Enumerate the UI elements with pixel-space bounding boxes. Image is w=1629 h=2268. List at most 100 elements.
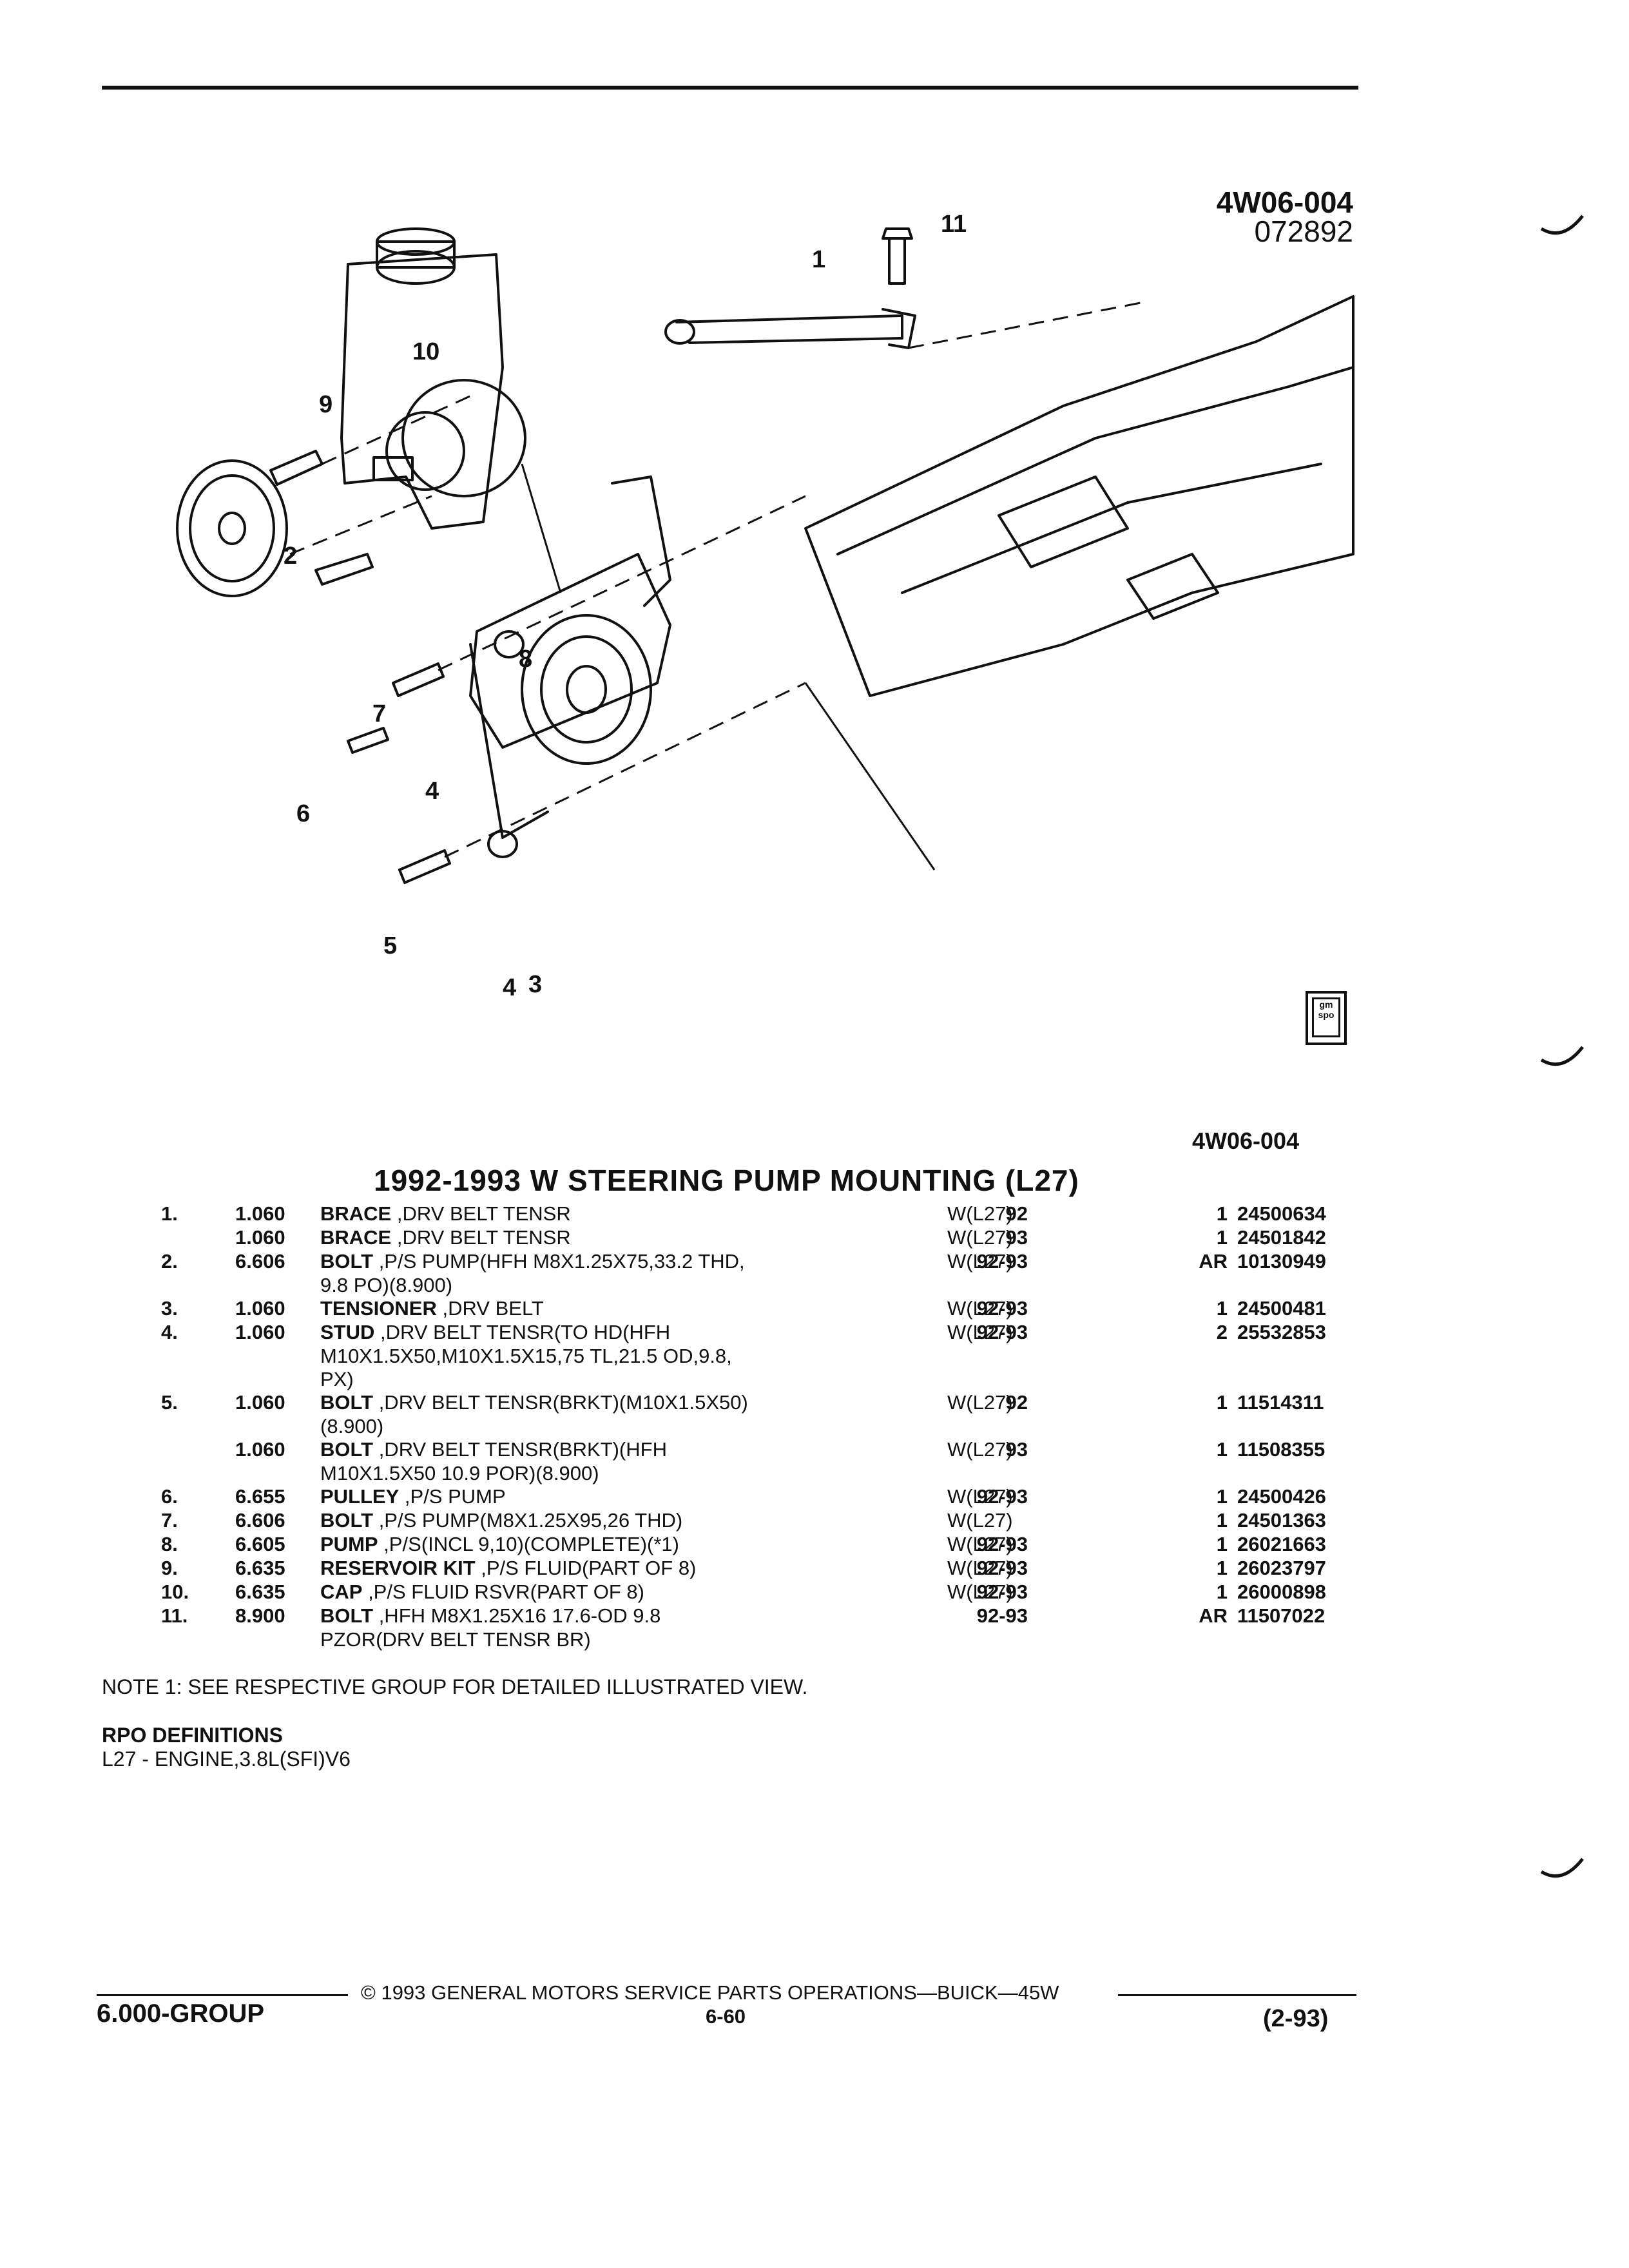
callout-11: 11 xyxy=(941,211,967,238)
part-number-label: 8. xyxy=(161,1533,178,1555)
part-qty: 1 xyxy=(1216,1438,1228,1461)
note: NOTE 1: SEE RESPECTIVE GROUP FOR DETAILE… xyxy=(102,1675,808,1698)
part-model: W(L27) xyxy=(947,1391,1013,1414)
part-detail: ,P/S(INCL 9,10)(COMPLETE)(*1) xyxy=(378,1533,679,1555)
part-detail: ,P/S PUMP(HFH M8X1.25X75,33.2 THD, xyxy=(373,1250,745,1273)
footer-copyright: © 1993 GENERAL MOTORS SERVICE PARTS OPER… xyxy=(361,1981,1059,2004)
part-name: BOLT xyxy=(320,1509,374,1532)
part-description: PUMP ,P/S(INCL 9,10)(COMPLETE)(*1) xyxy=(320,1532,679,1556)
figure-date: 072892 xyxy=(1254,215,1354,248)
reference-id: 4W06-004 xyxy=(1192,1128,1300,1154)
part-years: 93 xyxy=(1005,1226,1028,1249)
part-group: 6.655 xyxy=(235,1485,285,1508)
part-description-cont: M10X1.5X50 10.9 POR)(8.900) xyxy=(320,1462,599,1485)
part-catalog-number: 24501842 xyxy=(1237,1226,1326,1249)
part-name: BOLT xyxy=(320,1250,374,1273)
part-description: CAP ,P/S FLUID RSVR(PART OF 8) xyxy=(320,1580,644,1604)
part-years: 92-93 xyxy=(976,1485,1028,1508)
callout-8: 8 xyxy=(519,646,532,673)
part-years: 92-93 xyxy=(976,1297,1028,1320)
part-group: 6.605 xyxy=(235,1533,285,1555)
figure-id: 4W06-004 xyxy=(1216,186,1353,219)
callout-5: 5 xyxy=(383,932,397,959)
part-description-cont: PZOR(DRV BELT TENSR BR) xyxy=(320,1628,591,1651)
part-description-cont: M10X1.5X50,M10X1.5X15,75 TL,21.5 OD,9.8, xyxy=(320,1345,732,1367)
part-number-label: 7. xyxy=(161,1509,178,1532)
part-number-label: 9. xyxy=(161,1557,178,1579)
part-catalog-number: 11514311 xyxy=(1237,1391,1324,1414)
part-qty: 1 xyxy=(1216,1581,1228,1603)
part-detail: ,DRV BELT TENSR(BRKT)(HFH xyxy=(373,1438,667,1461)
part-model: W(L27) xyxy=(947,1202,1013,1225)
callout-2: 2 xyxy=(284,543,297,570)
part-years: 92 xyxy=(1005,1391,1028,1414)
parts-row-continuation: (8.900) xyxy=(97,1414,1353,1437)
part-detail: ,DRV BELT TENSR xyxy=(391,1202,571,1225)
callout-3: 3 xyxy=(528,971,542,998)
part-name: PULLEY xyxy=(320,1485,400,1508)
footer-page-number: 6-60 xyxy=(706,2005,746,2028)
part-model: W(L27) xyxy=(947,1509,1013,1532)
part-catalog-number: 24500426 xyxy=(1237,1485,1326,1508)
part-name: BOLT xyxy=(320,1391,374,1414)
callout-6: 6 xyxy=(296,800,310,827)
part-catalog-number: 25532853 xyxy=(1237,1321,1326,1343)
part-number-label: 11. xyxy=(161,1604,188,1627)
part-years: 92-93 xyxy=(976,1250,1028,1273)
part-catalog-number: 26021663 xyxy=(1237,1533,1326,1555)
part-group: 6.635 xyxy=(235,1557,285,1579)
gm-spo-logo-mark: gm spo xyxy=(1312,997,1340,1037)
part-group: 1.060 xyxy=(235,1438,285,1461)
part-description: BRACE ,DRV BELT TENSR xyxy=(320,1225,571,1249)
part-qty: 1 xyxy=(1216,1557,1228,1579)
part-catalog-number: 26023797 xyxy=(1237,1557,1326,1579)
part-detail: ,HFH M8X1.25X16 17.6-OD 9.8 xyxy=(373,1604,661,1627)
callout-10: 10 xyxy=(412,338,439,365)
part-name: BRACE xyxy=(320,1202,392,1225)
part-catalog-number: 24500634 xyxy=(1237,1202,1326,1225)
part-group: 8.900 xyxy=(235,1604,285,1627)
part-model: W(L27) xyxy=(947,1557,1013,1579)
part-description: STUD ,DRV BELT TENSR(TO HD(HFH xyxy=(320,1320,670,1344)
part-model: W(L27) xyxy=(947,1533,1013,1555)
part-model: W(L27) xyxy=(947,1485,1013,1508)
part-qty: 2 xyxy=(1216,1321,1228,1343)
part-group: 6.635 xyxy=(235,1581,285,1603)
part-description: BOLT ,HFH M8X1.25X16 17.6-OD 9.8 xyxy=(320,1604,660,1628)
part-detail: ,P/S PUMP xyxy=(399,1485,506,1508)
part-detail: ,P/S FLUID(PART OF 8) xyxy=(475,1557,697,1579)
part-model: W(L27) xyxy=(947,1438,1013,1461)
part-years: 92 xyxy=(1005,1202,1028,1225)
part-qty: 1 xyxy=(1216,1391,1228,1414)
part-description: TENSIONER ,DRV BELT xyxy=(320,1296,544,1320)
part-description: PULLEY ,P/S PUMP xyxy=(320,1485,506,1508)
part-model: W(L27) xyxy=(947,1581,1013,1603)
part-number-label: 10. xyxy=(161,1581,189,1603)
callout-4a: 4 xyxy=(425,778,439,805)
page-edge-mark xyxy=(1540,215,1584,235)
parts-row-continuation: 9.8 PO)(8.900) xyxy=(97,1273,1353,1296)
part-group: 1.060 xyxy=(235,1297,285,1320)
callout-9: 9 xyxy=(319,391,333,418)
callout-1: 1 xyxy=(812,246,825,273)
part-description-cont: PX) xyxy=(320,1368,354,1390)
part-model: W(L27) xyxy=(947,1226,1013,1249)
part-qty: AR xyxy=(1199,1604,1228,1627)
part-number-label: 2. xyxy=(161,1250,178,1273)
part-catalog-number: 24500481 xyxy=(1237,1297,1326,1320)
part-number-label: 6. xyxy=(161,1485,178,1508)
part-years: 92-93 xyxy=(976,1581,1028,1603)
part-description: BOLT ,DRV BELT TENSR(BRKT)(M10X1.5X50) xyxy=(320,1390,748,1414)
part-catalog-number: 26000898 xyxy=(1237,1581,1326,1603)
part-name: STUD xyxy=(320,1321,375,1343)
parts-row-continuation: PX) xyxy=(97,1367,1353,1390)
part-years: 92-93 xyxy=(976,1557,1028,1579)
part-catalog-number: 10130949 xyxy=(1237,1250,1326,1273)
part-qty: 1 xyxy=(1216,1202,1228,1225)
